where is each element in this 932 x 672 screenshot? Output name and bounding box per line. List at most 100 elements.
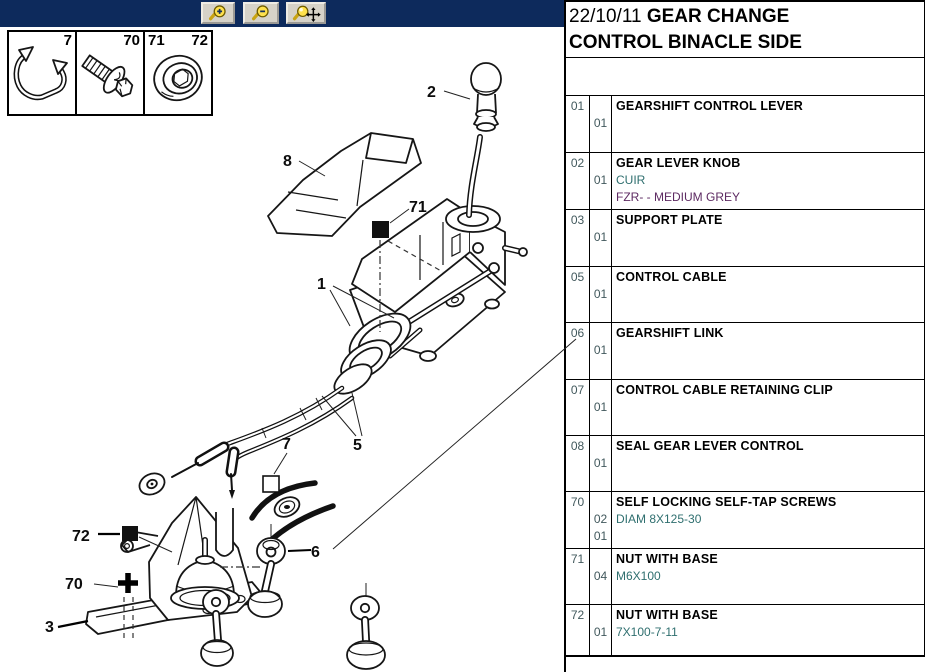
table-header-spacer: [566, 58, 924, 96]
part-qty: 01: [593, 400, 608, 414]
zoom-in-button[interactable]: [201, 2, 235, 24]
toolbar: [0, 0, 564, 27]
part-qty: [590, 189, 611, 206]
title-date: 22/10/11: [569, 6, 642, 27]
part-detail: [616, 399, 922, 416]
part-ref: 01: [566, 96, 590, 152]
part-detail: [616, 115, 922, 132]
link-rods-drawing: [200, 524, 386, 670]
part-ref: 71: [566, 549, 590, 604]
part-name: SUPPORT PLATE: [616, 213, 723, 227]
inset-label-70: 70: [123, 32, 140, 49]
part-qty-col: 01: [590, 380, 612, 435]
callout-5: 5: [353, 437, 362, 454]
callout-70: 70: [65, 576, 83, 593]
part-ref: 08: [566, 436, 590, 491]
part-name: CONTROL CABLE: [616, 270, 727, 284]
part-desc-col: GEARSHIFT LINK: [612, 323, 924, 379]
callout-3: 3: [45, 619, 54, 636]
marker-70-cross: [118, 573, 138, 640]
magnifier-pan-icon: [292, 5, 321, 22]
nut-with-base-icon: [153, 54, 203, 102]
part-qty-col: 01: [590, 153, 612, 209]
part-ref: 72: [566, 605, 590, 657]
part-name: SEAL GEAR LEVER CONTROL: [616, 439, 804, 453]
boot-drawing: [267, 132, 422, 237]
gear-knob-drawing: [470, 62, 502, 132]
callout-7: 7: [282, 436, 291, 453]
callout-leaders: [57, 90, 471, 629]
part-qty: 01: [593, 173, 608, 187]
inset-panel-nut: 71 72: [145, 32, 211, 114]
inset-panel-clip: 7: [9, 32, 77, 114]
part-qty-col: 01: [590, 323, 612, 379]
inset-label-71: 71: [148, 32, 165, 49]
part-qty-col: 01: [590, 210, 612, 266]
cables-drawing: [138, 312, 423, 499]
part-ref: 06: [566, 323, 590, 379]
inset-parts-box: 7 70 71 72: [7, 30, 213, 116]
inset-label-72: 72: [191, 32, 208, 49]
callout-1: 1: [317, 276, 326, 293]
screw-icon: [81, 54, 134, 98]
part-qty: 01: [593, 529, 608, 543]
table-left-rule: [564, 655, 566, 672]
marker-72-square: [122, 526, 173, 553]
qty-spacer: [590, 550, 611, 568]
callout-8: 8: [283, 153, 292, 170]
zoom-out-button[interactable]: [243, 2, 279, 24]
part-name: SELF LOCKING SELF-TAP SCREWS: [616, 495, 837, 509]
qty-spacer: [590, 324, 611, 342]
part-ref: 70: [566, 492, 590, 548]
zoom-pan-button[interactable]: [286, 2, 326, 24]
page-title: 22/10/11 GEAR CHANGE CONTROL BINACLE SID…: [566, 2, 924, 58]
part-detail: CUIR: [616, 173, 646, 187]
parts-table: 22/10/11 GEAR CHANGE CONTROL BINACLE SID…: [564, 0, 925, 657]
part-qty-col: 01: [590, 605, 612, 657]
part-detail: DIAM 8X125-30: [616, 512, 702, 526]
part-desc-col: CONTROL CABLE: [612, 267, 924, 322]
qty-spacer: [590, 493, 611, 511]
part-qty: 04: [593, 569, 608, 583]
bracket-drawing: [85, 480, 336, 635]
part-detail: FZR- - MEDIUM GREY: [616, 190, 740, 204]
part-qty: 01: [593, 343, 608, 357]
part-qty: 01: [593, 625, 608, 639]
inset-panel-screw: 70: [77, 32, 145, 114]
part-qty: 01: [593, 230, 608, 244]
part-desc-col: CONTROL CABLE RETAINING CLIP: [612, 380, 924, 435]
title-line1: GEAR CHANGE: [646, 6, 790, 27]
marker-7-square: [262, 475, 280, 493]
part-name: GEARSHIFT LINK: [616, 326, 724, 340]
part-qty-col: 01: [590, 96, 612, 152]
part-name: NUT WITH BASE: [616, 552, 718, 566]
callout-71: 71: [409, 199, 427, 216]
part-detail: [616, 528, 922, 545]
qty-spacer: [590, 154, 611, 172]
part-desc-col: SUPPORT PLATE: [612, 210, 924, 266]
row06-leader-line: [332, 338, 577, 550]
qty-spacer: [590, 381, 611, 399]
inset-label-7: 7: [63, 32, 72, 49]
housing-drawing: [349, 198, 528, 362]
part-name: GEARSHIFT CONTROL LEVER: [616, 99, 804, 113]
part-qty-col: 01: [590, 267, 612, 322]
marker-71-square: [372, 221, 444, 332]
magnifier-minus-icon: [252, 5, 269, 21]
part-qty: 01: [593, 116, 608, 130]
qty-spacer: [590, 268, 611, 286]
